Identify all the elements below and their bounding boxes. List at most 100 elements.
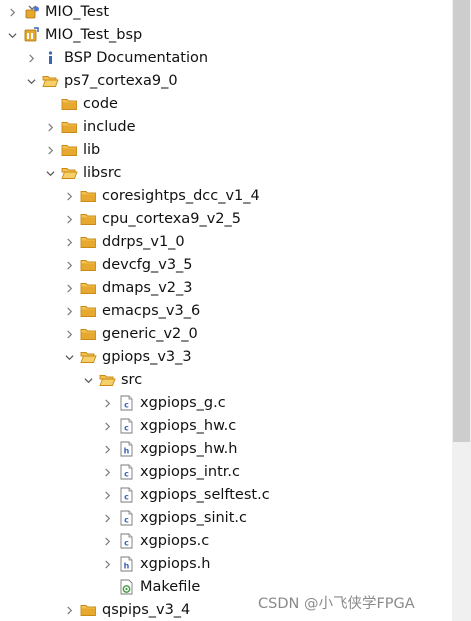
chevron-right-icon[interactable] [101, 466, 113, 478]
tree-item-label: MIO_Test [45, 3, 110, 20]
folder-icon [61, 142, 78, 158]
chevron-right-icon[interactable] [63, 305, 75, 317]
tree-item-label: xgpiops_intr.c [140, 463, 241, 480]
folder-icon [80, 326, 97, 342]
folder-icon [80, 211, 97, 227]
svg-text:c: c [124, 424, 129, 433]
chevron-right-icon[interactable] [101, 489, 113, 501]
tree-item[interactable]: code [44, 93, 118, 116]
chevron-down-icon[interactable] [63, 351, 75, 363]
tree-item-label: qspips_v3_4 [102, 601, 191, 618]
makefile-icon [118, 579, 135, 595]
svg-text:c: c [124, 493, 129, 502]
info-icon [42, 50, 59, 66]
chevron-right-icon[interactable] [25, 52, 37, 64]
tree-item[interactable]: gpiops_v3_3 [63, 346, 192, 369]
chevron-right-icon[interactable] [101, 535, 113, 547]
tree-item[interactable]: dmaps_v2_3 [63, 277, 193, 300]
tree-item[interactable]: libsrc [44, 162, 121, 185]
tree-item[interactable]: BSP Documentation [25, 47, 208, 70]
tree-item-label: xgpiops.c [140, 532, 210, 549]
tree-item[interactable]: qspips_v3_4 [63, 599, 190, 621]
tree-item[interactable]: coresightps_dcc_v1_4 [63, 185, 260, 208]
c-file-icon: c [118, 418, 135, 434]
tree-item-label: Makefile [140, 578, 201, 595]
tree-item-label: xgpiops_hw.h [140, 440, 238, 457]
folder-icon [80, 234, 97, 250]
chevron-right-icon[interactable] [63, 282, 75, 294]
tree-item[interactable]: emacps_v3_6 [63, 300, 200, 323]
tree-item[interactable]: c xgpiops_intr.c [101, 461, 240, 484]
tree-item[interactable]: c xgpiops_sinit.c [101, 507, 247, 530]
tree-item[interactable]: MIO_Test_bsp [6, 24, 142, 47]
c-file-icon: c [118, 464, 135, 480]
chevron-right-icon[interactable] [63, 190, 75, 202]
folder-open-icon [80, 349, 97, 365]
tree-item[interactable]: generic_v2_0 [63, 323, 198, 346]
chevron-right-icon[interactable] [63, 236, 75, 248]
tree-item-label: include [83, 118, 136, 135]
tree-item-label: libsrc [83, 164, 122, 181]
tree-item-label: coresightps_dcc_v1_4 [102, 187, 260, 204]
chevron-right-icon[interactable] [44, 121, 56, 133]
chevron-right-icon[interactable] [63, 259, 75, 271]
chevron-right-icon[interactable] [101, 397, 113, 409]
folder-icon [61, 119, 78, 135]
tree-item[interactable]: devcfg_v3_5 [63, 254, 193, 277]
svg-text:c: c [124, 516, 129, 525]
chevron-right-icon[interactable] [101, 512, 113, 524]
folder-icon [80, 303, 97, 319]
svg-text:c: c [124, 470, 129, 479]
tree-item[interactable]: h xgpiops.h [101, 553, 210, 576]
tree-item-label: gpiops_v3_3 [102, 348, 192, 365]
chevron-down-icon[interactable] [44, 167, 56, 179]
svg-text:c: c [124, 539, 129, 548]
vertical-scrollbar-thumb[interactable] [453, 0, 470, 442]
tree-item-label: devcfg_v3_5 [102, 256, 193, 273]
tree-item[interactable]: ddrps_v1_0 [63, 231, 185, 254]
h-file-icon: h [118, 556, 135, 572]
chevron-down-icon[interactable] [25, 75, 37, 87]
folder-icon [80, 280, 97, 296]
folder-icon [80, 602, 97, 618]
tree-item[interactable]: cpu_cortexa9_v2_5 [63, 208, 241, 231]
folder-open-icon [42, 73, 59, 89]
chevron-right-icon[interactable] [44, 144, 56, 156]
project-icon [23, 4, 40, 20]
tree-item-label: ps7_cortexa9_0 [64, 72, 178, 89]
tree-item-label: BSP Documentation [64, 49, 209, 66]
chevron-right-icon[interactable] [101, 558, 113, 570]
folder-icon [80, 257, 97, 273]
chevron-right-icon[interactable] [6, 6, 18, 18]
chevron-right-icon[interactable] [63, 213, 75, 225]
chevron-right-icon[interactable] [63, 604, 75, 616]
tree-item-label: lib [83, 141, 101, 158]
tree-item[interactable]: ps7_cortexa9_0 [25, 70, 178, 93]
tree-item[interactable]: c xgpiops.c [101, 530, 209, 553]
svg-text:c: c [124, 401, 129, 410]
tree-item[interactable]: include [44, 116, 136, 139]
tree-item-label: xgpiops_sinit.c [140, 509, 247, 526]
tree-twistie-spacer [44, 98, 56, 110]
folder-icon [61, 96, 78, 112]
chevron-down-icon[interactable] [6, 29, 18, 41]
chevron-right-icon[interactable] [101, 443, 113, 455]
tree-item-label: emacps_v3_6 [102, 302, 201, 319]
chevron-right-icon[interactable] [63, 328, 75, 340]
tree-item-label: generic_v2_0 [102, 325, 198, 342]
chevron-down-icon[interactable] [82, 374, 94, 386]
tree-item[interactable]: Makefile [101, 576, 200, 599]
tree-item-label: src [121, 371, 143, 388]
c-file-icon: c [118, 533, 135, 549]
tree-item[interactable]: MIO_Test [6, 1, 109, 24]
chevron-right-icon[interactable] [101, 420, 113, 432]
tree-item-label: xgpiops.h [140, 555, 211, 572]
tree-item[interactable]: src [82, 369, 142, 392]
watermark: CSDN @小飞侠学FPGA [258, 596, 415, 612]
tree-item[interactable]: lib [44, 139, 100, 162]
